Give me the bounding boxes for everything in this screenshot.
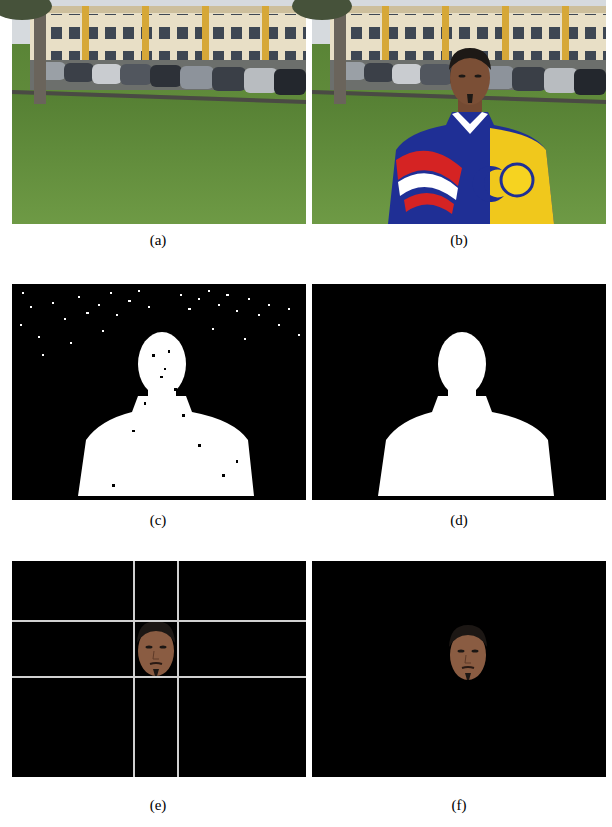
- background-photo: [0, 0, 306, 224]
- panel-label: (e): [150, 796, 167, 814]
- face-crop: [312, 561, 606, 777]
- panel-label: (f): [452, 796, 467, 814]
- panel-label: (b): [450, 231, 468, 249]
- person-photo: [292, 0, 606, 224]
- clean-mask: [312, 284, 606, 500]
- panel-label: (a): [150, 231, 167, 249]
- panel-label: (d): [450, 511, 468, 529]
- face-grid: [12, 561, 306, 777]
- noisy-mask: [12, 284, 306, 500]
- panel-label: (c): [150, 511, 167, 529]
